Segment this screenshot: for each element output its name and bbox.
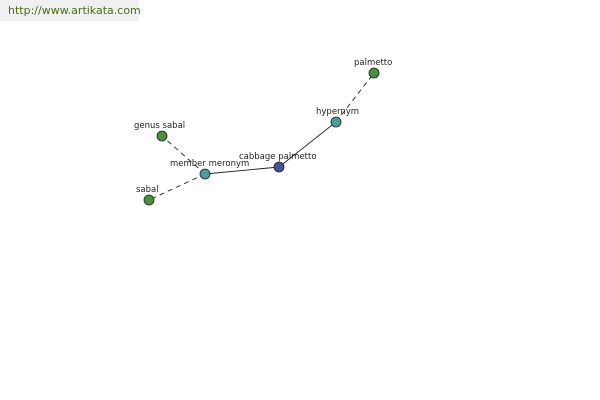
node-dot-cabbage-palmetto[interactable] xyxy=(273,161,285,173)
node-palmetto[interactable]: palmetto xyxy=(354,58,392,79)
node-layer: cabbage palmetto hypernym palmetto membe… xyxy=(134,58,392,206)
edge-member-meronym-genus-sabal xyxy=(161,135,206,175)
node-dot-palmetto[interactable] xyxy=(368,67,380,79)
node-label-hypernym: hypernym xyxy=(316,107,359,117)
node-label-member-meronym: member meronym xyxy=(170,159,249,169)
node-dot-genus-sabal[interactable] xyxy=(156,130,168,142)
node-cabbage-palmetto[interactable]: cabbage palmetto xyxy=(239,152,317,173)
node-label-sabal: sabal xyxy=(136,185,159,195)
edge-cabbage-palmetto-member-meronym xyxy=(204,166,280,175)
node-dot-member-meronym[interactable] xyxy=(199,168,211,180)
edge-layer xyxy=(148,72,375,201)
node-sabal[interactable]: sabal xyxy=(136,185,159,206)
node-label-genus-sabal: genus sabal xyxy=(134,121,185,131)
node-label-cabbage-palmetto: cabbage palmetto xyxy=(239,152,317,162)
node-member-meronym[interactable]: member meronym xyxy=(170,159,249,180)
edge-member-meronym-sabal xyxy=(148,173,206,201)
node-dot-sabal[interactable] xyxy=(143,194,155,206)
node-label-palmetto: palmetto xyxy=(354,58,392,68)
node-dot-hypernym[interactable] xyxy=(330,116,342,128)
node-hypernym[interactable]: hypernym xyxy=(316,107,359,128)
node-genus-sabal[interactable]: genus sabal xyxy=(134,121,185,142)
watermark-url[interactable]: http://www.artikata.com xyxy=(0,0,141,21)
edge-hypernym-palmetto xyxy=(335,72,375,123)
edge-cabbage-palmetto-hypernym xyxy=(278,121,337,168)
